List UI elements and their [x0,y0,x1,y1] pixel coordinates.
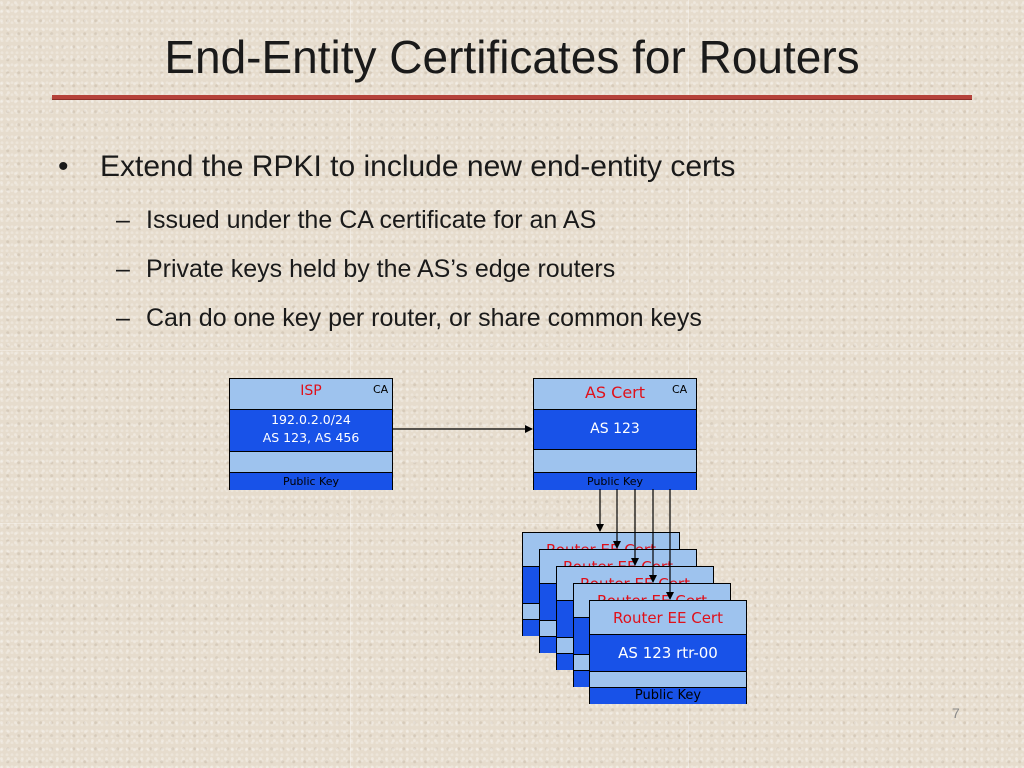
grid-line [0,350,1024,351]
sub-bullet-marker: – [116,206,130,234]
sub-bullet: –Issued under the CA certificate for an … [116,206,596,235]
isp-public-key: Public Key [230,472,392,490]
as-ca-label: CA [672,383,688,396]
sub-bullet-text: Can do one key per router, or share comm… [146,304,702,332]
sub-bullet-marker: – [116,255,130,283]
as-cert-header: AS Cert [584,383,646,402]
main-bullet-text: Extend the RPKI to include new end-entit… [100,150,736,183]
router-public-key: Public Key [590,687,746,704]
main-bullet: • Extend the RPKI to include new end-enti… [58,150,735,184]
title-underline [52,95,972,100]
router-cert-header: Router EE Cert [613,609,723,627]
sub-bullet-text: Private keys held by the AS’s edge route… [146,255,616,283]
as-public-key: Public Key [534,472,696,490]
as-cert-number: AS 123 [534,409,696,450]
isp-cert-subject: 192.0.2.0/24 AS 123, AS 456 [230,409,392,452]
grid-line [0,523,1024,524]
bullet-marker: • [58,150,69,183]
isp-cert-header: ISP [300,383,322,399]
router-ee-certificate-front: Router EE Cert AS 123 rtr-00 Public Key [589,600,747,704]
isp-as-list: AS 123, AS 456 [262,430,360,445]
page-number: 7 [952,705,960,721]
as-certificate: AS Cert CA AS 123 Public Key [533,378,697,490]
sub-bullet-text: Issued under the CA certificate for an A… [146,206,597,234]
slide-title: End-Entity Certificates for Routers [164,31,860,83]
sub-bullet: –Private keys held by the AS’s edge rout… [116,255,615,284]
isp-ca-label: CA [373,383,389,396]
isp-certificate: ISP CA 192.0.2.0/24 AS 123, AS 456 Publi… [229,378,393,490]
sub-bullet: –Can do one key per router, or share com… [116,304,702,333]
router-cert-subject: AS 123 rtr-00 [590,634,746,672]
isp-prefix: 192.0.2.0/24 [271,412,351,427]
sub-bullet-marker: – [116,304,130,332]
